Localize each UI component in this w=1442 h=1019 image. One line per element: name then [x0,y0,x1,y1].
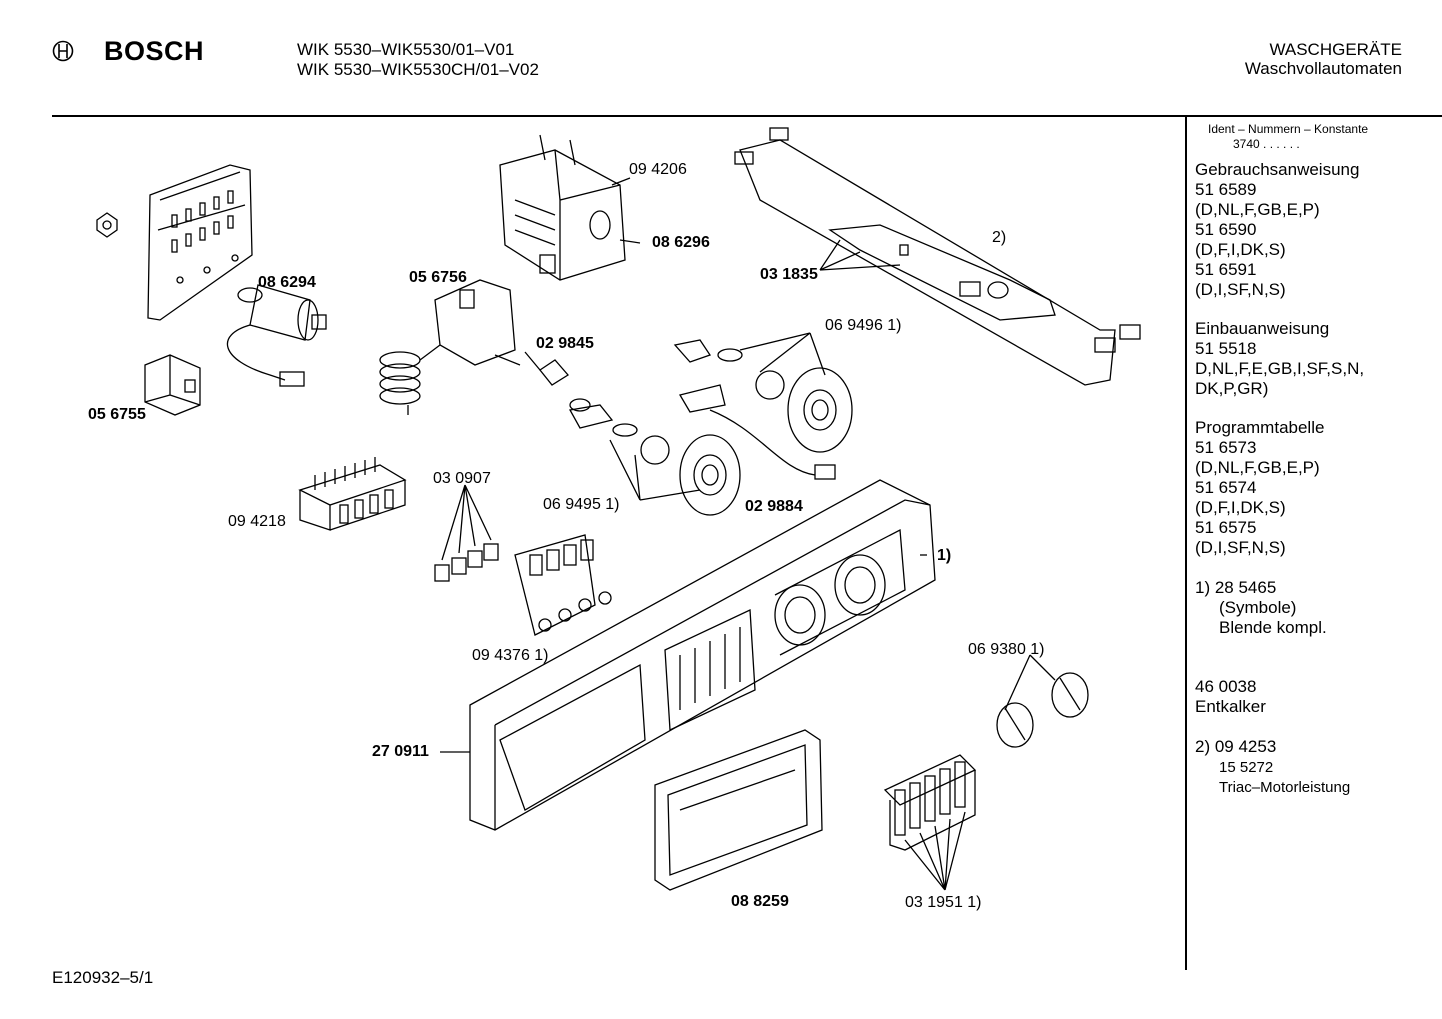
part-label-09-4206: 09 4206 [629,161,687,178]
sidebar-rule [1185,117,1187,970]
part-label-09-4218: 09 4218 [228,513,286,530]
part-label-06-9380: 06 9380 1) [968,641,1045,658]
sidebar-line: (D,F,I,DK,S) [1195,498,1286,517]
electronics-bracket-drawing [734,127,1141,386]
sidebar-line: D,NL,F,E,GB,I,SF,S,N, [1195,359,1365,378]
sidebar-line: 46 0038 [1195,677,1257,696]
part-label-03-1951: 03 1951 1) [905,894,982,911]
sidebar-line: 51 6590 [1195,220,1257,239]
part-label-06-9495: 06 9495 1) [543,496,620,513]
drawing-number: E120932–5/1 [52,968,154,987]
switch-block-drawing [514,534,612,636]
programmer-drawing [499,134,626,281]
sidebar-line: 51 6589 [1195,180,1257,199]
part-label-05-6756: 05 6756 [409,269,467,286]
sidebar-line: (D,NL,F,GB,E,P) [1195,458,1320,477]
drawer-handle-drawing [654,729,823,891]
sidebar-line: Einbauanweisung [1195,319,1330,338]
sidebar-line: 51 6574 [1195,478,1257,497]
exploded-parts-drawing [96,127,1141,891]
sidebar-line: Programmtabelle [1195,418,1325,437]
key-caps-drawing [883,754,977,891]
ident-title: Ident – Nummern – Konstante [1208,122,1369,136]
part-label-note-1: 1) [937,547,952,564]
part-label-08-6296: 08 6296 [652,234,710,251]
push-keys-drawing [434,484,499,582]
sidebar-line: 51 6573 [1195,438,1257,457]
category-subtitle: Waschvollautomaten [1244,59,1402,78]
condenser-drawing [226,284,327,387]
sidebar-line: 51 6591 [1195,260,1257,279]
model-line-1: WIK 5530–WIK5530/01–V01 [297,40,515,59]
sidebar-line: DK,P,GR) [1195,379,1269,398]
part-label-09-4376: 09 4376 1) [472,647,549,664]
sidebar-line: 51 6575 [1195,518,1257,537]
sidebar-line: (Symbole) [1219,598,1297,617]
sidebar-line: (D,F,I,DK,S) [1195,240,1286,259]
part-label-08-6294: 08 6294 [258,274,316,291]
ident-value: 3740 . . . . . . [1233,137,1300,151]
nut-drawing [96,212,118,238]
door-lock-drawing [379,279,521,415]
part-label-03-0907: 03 0907 [433,470,491,487]
sidebar-line: Entkalker [1195,697,1266,716]
transformer-drawing [144,354,201,416]
sidebar-line: 51 5518 [1195,339,1257,358]
part-label-27-0911: 27 0911 [372,743,429,760]
part-label-05-6755: 05 6755 [88,406,146,423]
sidebar-line: Blende kompl. [1219,618,1327,637]
category-title: WASCHGERÄTE [1269,40,1402,59]
control-panel-drawing [469,479,936,831]
part-label-08-8259: 08 8259 [731,893,789,910]
connector-strip-drawing [298,457,407,531]
mounting-plate-drawing [147,164,253,321]
sidebar-line: Triac–Motorleistung [1219,779,1351,796]
sidebar-line: Gebrauchsanweisung [1195,160,1360,179]
sidebar-line: (D,I,SF,N,S) [1195,280,1286,299]
sidebar-line: (D,NL,F,GB,E,P) [1195,200,1320,219]
knobs-drawing [996,654,1089,748]
bosch-logo-icon [52,40,74,62]
sidebar-line: 1) 28 5465 [1195,578,1277,597]
sidebar-line: 15 5272 [1219,759,1274,776]
part-label-02-9884: 02 9884 [745,498,803,515]
part-label-03-1835: 03 1835 [760,266,818,283]
brand-name: BOSCH [104,36,205,66]
part-label-02-9845: 02 9845 [536,335,594,352]
model-line-2: WIK 5530–WIK5530CH/01–V02 [297,60,539,79]
sidebar-line: (D,I,SF,N,S) [1195,538,1286,557]
part-label-note-2: 2) [992,229,1007,246]
switch-parts-drawing [539,339,853,516]
header-rule [52,115,1442,117]
sidebar-line: 2) 09 4253 [1195,737,1277,756]
part-label-06-9496: 06 9496 1) [825,317,902,334]
